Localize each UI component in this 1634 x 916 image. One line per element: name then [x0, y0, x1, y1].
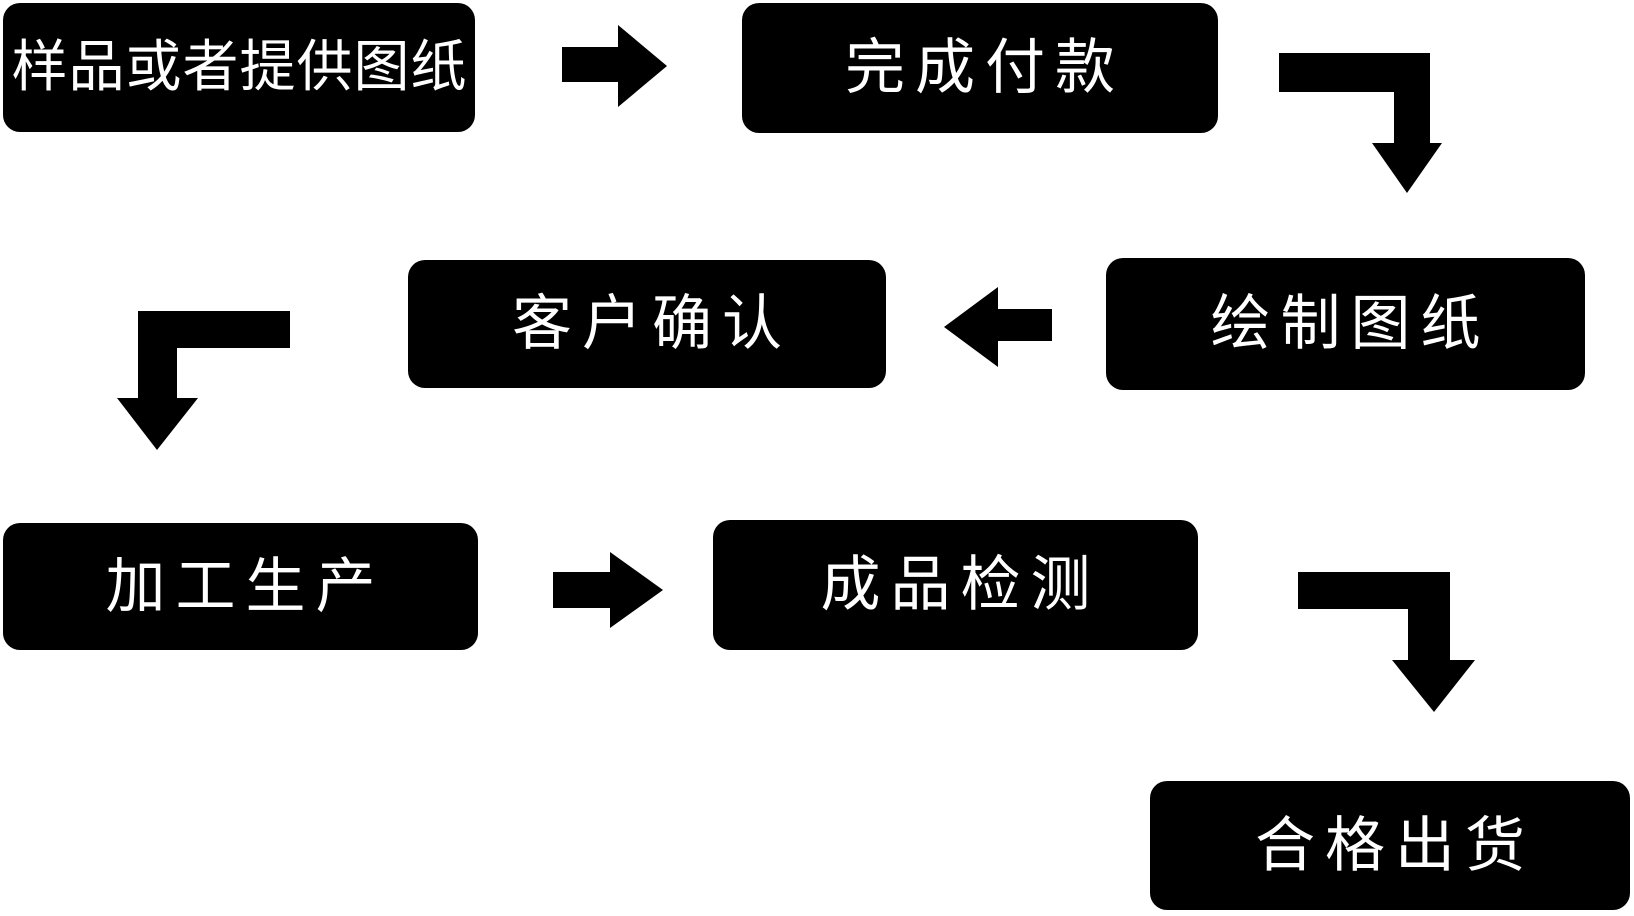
flow-step-label: 绘制图纸: [1210, 289, 1491, 359]
flow-step-label: 加工生产: [105, 551, 386, 622]
flow-step-complete-payment: 完成付款: [742, 3, 1218, 133]
arrow-elbow-left-down-icon: [117, 311, 290, 450]
flow-step-finished-product-inspection: 成品检测: [713, 520, 1198, 650]
flow-step-qualified-shipment: 合格出货: [1150, 781, 1630, 910]
arrow-elbow-right-down-icon: [1279, 53, 1442, 193]
flow-step-draw-drawings: 绘制图纸: [1106, 258, 1585, 390]
flow-step-label: 完成付款: [845, 33, 1125, 103]
flow-step-label: 合格出货: [1255, 810, 1535, 881]
arrow-right-icon: [553, 552, 663, 628]
flow-step-processing-production: 加工生产: [3, 523, 478, 650]
flow-step-customer-confirmation: 客户确认: [408, 260, 886, 388]
flow-step-sample-or-drawing: 样品或者提供图纸: [3, 3, 475, 132]
flow-step-label: 客户确认: [512, 289, 792, 359]
flow-step-label: 成品检测: [820, 550, 1101, 620]
arrow-elbow-right-down-icon: [1298, 572, 1475, 712]
flow-step-label: 样品或者提供图纸: [11, 34, 468, 100]
arrow-right-icon: [562, 25, 667, 107]
arrow-left-icon: [944, 287, 1052, 367]
